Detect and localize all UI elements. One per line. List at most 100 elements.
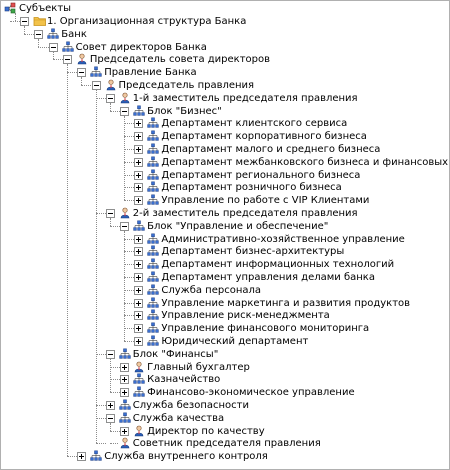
expand-toggle[interactable] [134, 247, 144, 257]
tree-guide-line [95, 443, 106, 445]
tree-node-label: Департамент межбанковского бизнеса и фин… [161, 156, 449, 168]
expand-toggle[interactable] [134, 183, 144, 193]
tree-node-label: Управление по работе с VIP Клиентами [161, 195, 370, 207]
expand-toggle[interactable] [134, 260, 144, 270]
tree-guide-line [124, 289, 135, 291]
expand-toggle[interactable] [77, 452, 87, 462]
org-chart-icon [119, 412, 131, 424]
tree-node-label: Управление финансового мониторинга [161, 323, 370, 335]
tree-guide-line [38, 46, 49, 48]
org-chart-icon [133, 373, 145, 385]
expand-toggle[interactable] [134, 234, 144, 244]
org-chart-icon [147, 297, 160, 309]
collapse-toggle[interactable] [105, 413, 115, 423]
tree-guide-line [124, 136, 135, 138]
tree-guide-line [66, 72, 78, 74]
expand-toggle[interactable] [134, 132, 144, 142]
collapse-toggle[interactable] [20, 17, 29, 26]
collapse-toggle[interactable] [77, 68, 87, 78]
tree-guide-line [9, 21, 20, 22]
tree-node-label: Управление риск-менеджмента [161, 310, 330, 322]
person-icon [133, 425, 145, 437]
subjects-root-icon [4, 2, 16, 14]
org-chart-icon [147, 322, 160, 334]
expand-toggle[interactable] [120, 375, 130, 385]
tree-node-label: Блок "Управление и обеспечение" [147, 220, 329, 232]
tree-node-label: Юридический департамент [161, 336, 309, 347]
org-chart-icon [147, 233, 160, 245]
tree-guide-line [124, 328, 135, 330]
expand-toggle[interactable] [134, 170, 144, 180]
org-chart-icon [47, 28, 59, 40]
expand-toggle[interactable] [134, 311, 144, 321]
expand-toggle[interactable] [134, 157, 144, 167]
collapse-toggle[interactable] [105, 349, 115, 359]
org-chart-icon [133, 220, 145, 232]
expand-toggle[interactable] [134, 119, 144, 129]
tree-node-label: Департамент клиентского сервиса [161, 118, 348, 130]
expand-toggle[interactable] [105, 401, 115, 410]
tree-node-label: Управление маркетинга и развития продукт… [161, 297, 411, 309]
tree-guide-line [95, 417, 106, 419]
tree-guide-line [124, 302, 135, 304]
person-icon [105, 79, 117, 91]
tree-guide-line [38, 38, 40, 47]
expand-toggle[interactable] [134, 285, 144, 295]
tree-node-label: Служба персонала [161, 284, 262, 296]
expand-toggle[interactable] [120, 426, 130, 436]
expand-toggle[interactable] [120, 388, 130, 398]
tree-guide-line [24, 26, 25, 34]
tree-node-label: Департамент розничного бизнеса [161, 182, 342, 194]
org-chart-icon [61, 41, 74, 53]
org-chart-icon [119, 399, 131, 411]
tree-guide-line [109, 218, 111, 226]
expand-toggle[interactable] [134, 273, 144, 282]
tree-guide-line [109, 366, 121, 368]
expand-toggle[interactable] [134, 196, 144, 206]
expand-toggle[interactable] [134, 324, 144, 334]
collapse-toggle[interactable] [120, 106, 130, 116]
collapse-toggle[interactable] [62, 55, 72, 65]
org-chart-icon [147, 335, 160, 347]
tree-node-label: Финансово-экономическое управление [147, 387, 355, 399]
expand-toggle[interactable] [120, 362, 130, 372]
org-chart-icon [147, 245, 160, 257]
tree-node-label: Совет директоров Банка [75, 41, 207, 53]
org-chart-icon [119, 348, 131, 360]
collapse-toggle[interactable] [105, 93, 115, 103]
tree-guide-line [81, 85, 92, 86]
org-chart-icon [147, 271, 160, 283]
expand-toggle[interactable] [134, 337, 144, 346]
person-icon [119, 437, 131, 449]
person-icon [119, 207, 131, 219]
tree-node-label: Казначейство [147, 374, 221, 386]
person-icon [133, 361, 145, 373]
collapse-toggle[interactable] [120, 221, 130, 231]
tree-guide-line [109, 430, 121, 432]
tree-guide-line [124, 264, 135, 266]
tree-node-label: Департамент информационных технологий [161, 259, 395, 271]
org-chart-icon [147, 194, 160, 206]
tree-node-label: Департамент бизнес-архитектуры [161, 246, 345, 258]
tree-guide-line [109, 379, 121, 381]
collapse-toggle[interactable] [34, 29, 44, 39]
collapse-toggle[interactable] [91, 81, 101, 90]
tree-node-label: Советник председателя правления [132, 438, 321, 450]
tree-node-label: Главный бухгалтер [147, 361, 250, 373]
tree-guide-line [109, 225, 121, 227]
tree-guide-line [95, 90, 97, 444]
org-chart-icon [147, 258, 160, 270]
tree-root-label: Субъекты [19, 3, 72, 14]
folder-icon [33, 15, 46, 27]
tree-guide-line [109, 422, 111, 431]
expand-toggle[interactable] [134, 298, 144, 308]
tree-guide-line [24, 33, 35, 35]
collapse-toggle[interactable] [105, 209, 115, 218]
collapse-toggle[interactable] [48, 42, 58, 52]
expand-toggle[interactable] [134, 145, 144, 154]
tree-guide-line [124, 123, 135, 125]
org-chart-icon [147, 309, 160, 321]
tree-guide-line [109, 443, 118, 445]
